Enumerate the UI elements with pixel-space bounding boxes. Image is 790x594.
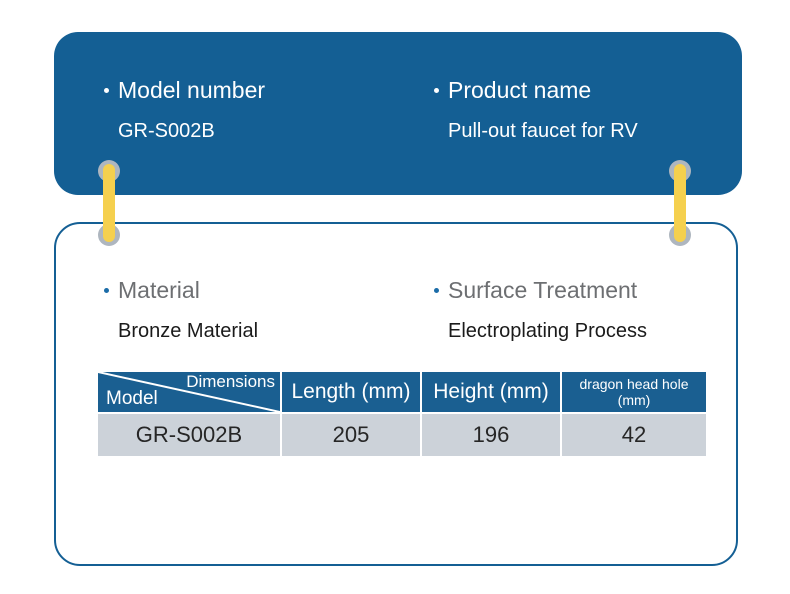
connector-nub-top xyxy=(103,165,115,177)
diagonal-divider-icon xyxy=(98,372,280,412)
cell-height: 196 xyxy=(422,414,560,456)
dimensions-table: Dimensions Model Length (mm) Height (mm)… xyxy=(96,370,708,458)
cell-length: 205 xyxy=(282,414,420,456)
field-model-number-value: GR-S002B xyxy=(118,119,215,142)
model-info-card-content: Model number GR-S002B Product name Pull-… xyxy=(54,32,742,195)
field-product-name: Product name Pull-out faucet for RV xyxy=(434,76,734,195)
dimensions-table-body: GR-S002B 205 196 42 xyxy=(98,414,706,456)
field-model-number-label: Model number xyxy=(118,77,266,103)
specification-fields: Material Bronze Material Surface Treatme… xyxy=(104,276,736,344)
field-surface-treatment: Surface Treatment Electroplating Process xyxy=(434,276,734,344)
table-corner-dimensions-label: Dimensions xyxy=(186,372,275,391)
field-material: Material Bronze Material xyxy=(104,276,434,344)
table-header-height: Height (mm) xyxy=(422,372,560,412)
bullet-icon xyxy=(104,288,109,293)
connector-rod xyxy=(103,164,115,242)
bullet-icon xyxy=(104,88,109,93)
field-model-number: Model number GR-S002B xyxy=(104,76,434,195)
field-product-name-label-row: Product name xyxy=(434,76,734,105)
field-surface-treatment-label: Surface Treatment xyxy=(448,277,638,303)
connector-right xyxy=(669,160,691,246)
table-header-row: Dimensions Model Length (mm) Height (mm)… xyxy=(98,372,706,412)
table-header-dragon-head-hole: dragon head hole (mm) xyxy=(562,372,706,412)
bullet-icon xyxy=(434,288,439,293)
connector-nub-bottom xyxy=(674,229,686,241)
cell-model: GR-S002B xyxy=(98,414,280,456)
connector-nub-bottom xyxy=(103,229,115,241)
specification-card-content: Material Bronze Material Surface Treatme… xyxy=(56,224,736,564)
connector-left xyxy=(98,160,120,246)
table-corner-cell: Dimensions Model xyxy=(98,372,280,412)
cell-dragon-head-hole: 42 xyxy=(562,414,706,456)
field-material-label: Material xyxy=(118,277,200,303)
table-header-length: Length (mm) xyxy=(282,372,420,412)
model-info-card: Model number GR-S002B Product name Pull-… xyxy=(54,32,742,195)
field-surface-treatment-label-row: Surface Treatment xyxy=(434,276,734,305)
table-row: GR-S002B 205 196 42 xyxy=(98,414,706,456)
connector-nub-top xyxy=(674,165,686,177)
field-material-label-row: Material xyxy=(104,276,434,305)
field-product-name-label: Product name xyxy=(448,77,592,103)
dimensions-table-head: Dimensions Model Length (mm) Height (mm)… xyxy=(98,372,706,412)
table-corner-model-label: Model xyxy=(106,388,158,410)
field-model-number-label-row: Model number xyxy=(104,76,434,105)
bullet-icon xyxy=(434,88,439,93)
field-surface-treatment-value: Electroplating Process xyxy=(448,319,647,342)
connector-rod xyxy=(674,164,686,242)
field-material-value: Bronze Material xyxy=(118,319,259,342)
field-product-name-value: Pull-out faucet for RV xyxy=(448,119,638,142)
